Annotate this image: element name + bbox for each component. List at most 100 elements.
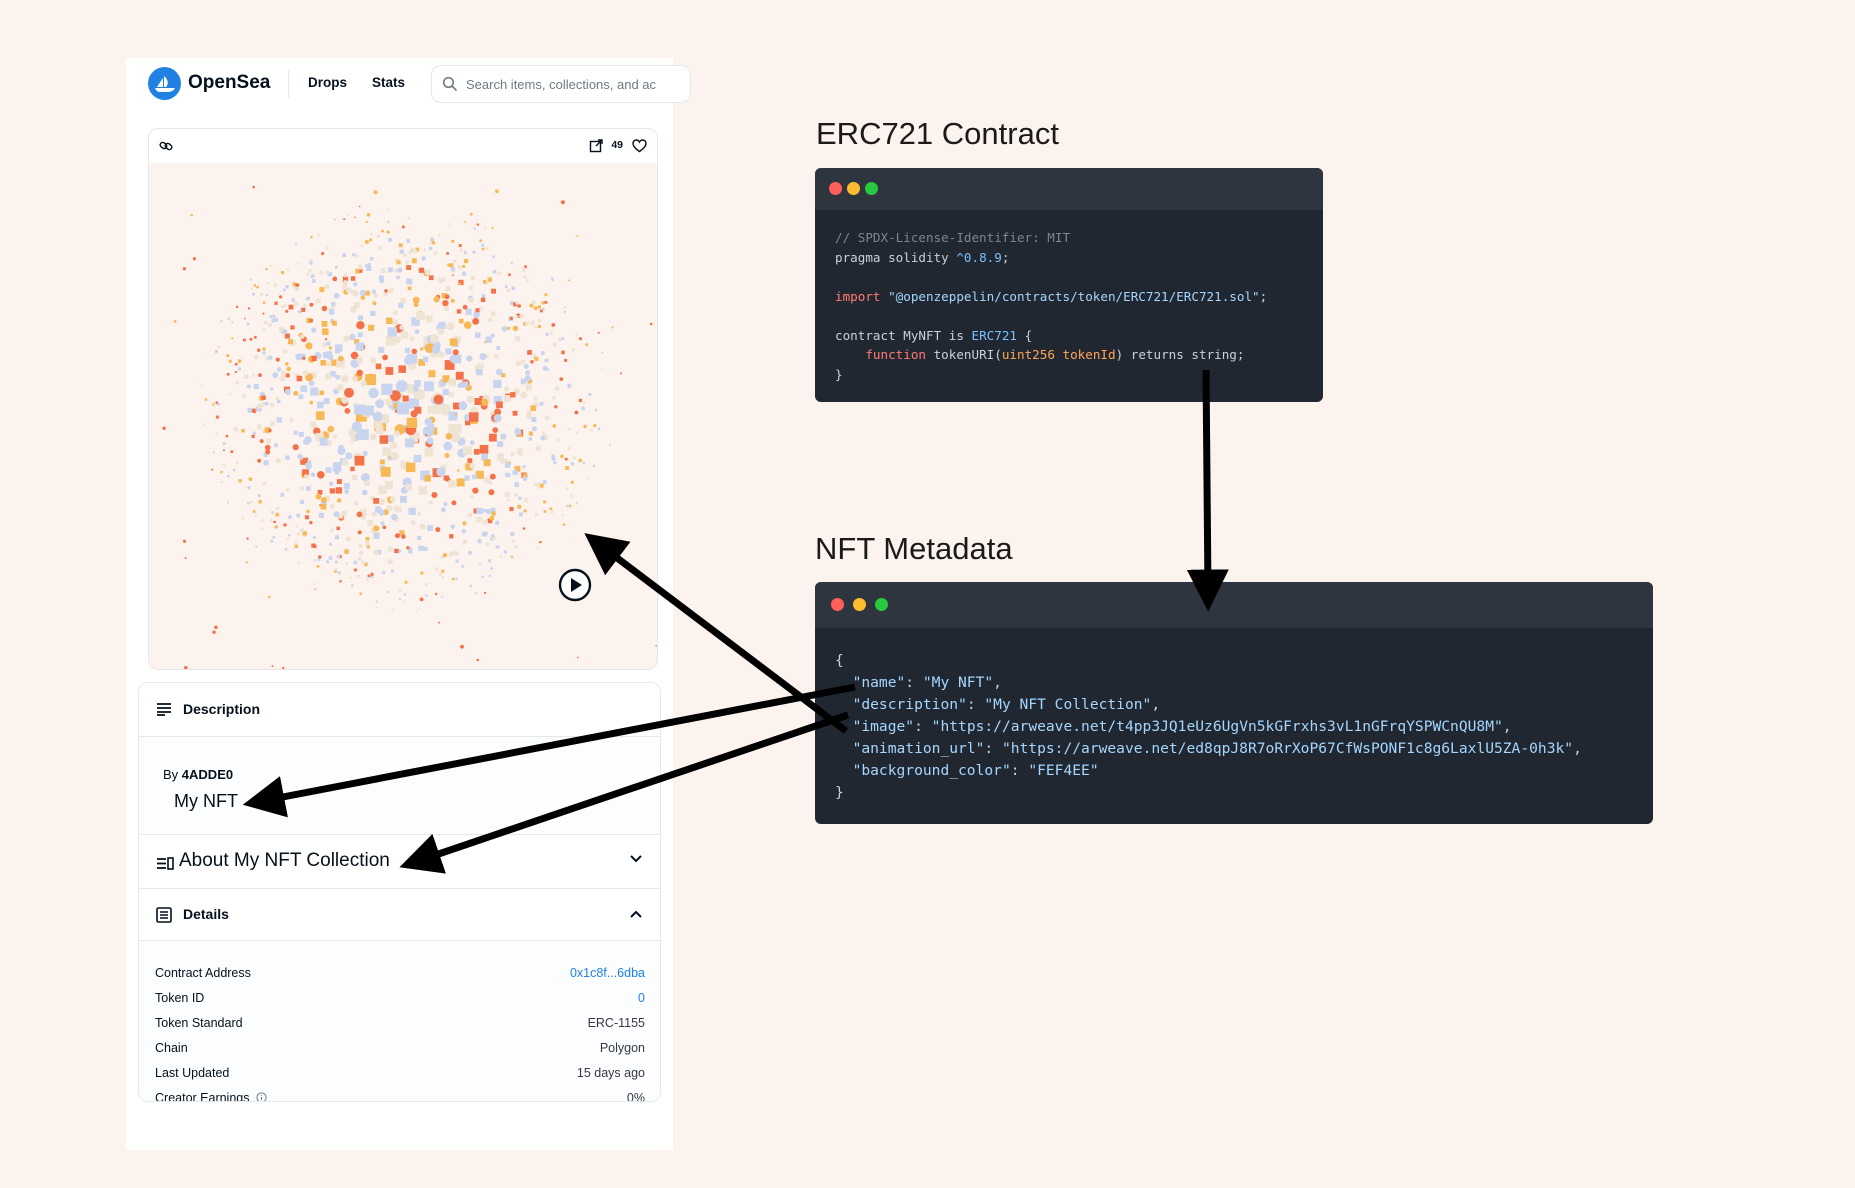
art-shape <box>255 406 259 411</box>
heart-icon[interactable] <box>632 139 647 153</box>
art-shape <box>414 380 421 387</box>
detail-value[interactable]: 0x1c8f...6dba <box>569 966 645 980</box>
art-shape <box>424 417 433 426</box>
art-shape <box>310 472 316 478</box>
art-shape <box>337 498 342 503</box>
art-shape <box>238 479 242 483</box>
art-shape <box>366 578 369 581</box>
description-title: Description <box>183 701 261 717</box>
nav-stats[interactable]: Stats <box>372 75 406 90</box>
art-shape <box>504 462 511 468</box>
detail-key: Last Updated <box>155 1066 230 1080</box>
art-shape <box>374 420 383 429</box>
art-shape <box>332 388 339 395</box>
art-shape <box>425 594 428 597</box>
art-shape <box>212 451 215 454</box>
art-shape <box>234 427 239 432</box>
art-speck <box>302 356 306 360</box>
link-icon[interactable] <box>159 139 173 153</box>
art-shape <box>488 559 492 563</box>
detail-value[interactable]: 0 <box>638 991 645 1005</box>
art-shape <box>298 394 304 400</box>
art-shape <box>506 473 511 478</box>
art-shape <box>379 275 384 281</box>
art-shape <box>334 560 338 564</box>
play-icon[interactable] <box>558 568 592 602</box>
art-shape <box>284 388 291 396</box>
opensea-logo-icon[interactable] <box>148 67 181 100</box>
detail-row: Chain Polygon <box>155 1041 645 1061</box>
art-shape <box>433 251 437 255</box>
art-shape <box>335 344 343 352</box>
opensea-item-page: OpenSea Drops Stats Search items, collec… <box>126 58 691 1150</box>
art-shape <box>217 346 221 349</box>
art-shape <box>294 286 300 292</box>
art-shape <box>495 368 503 376</box>
art-shape <box>559 377 564 381</box>
info-icon[interactable] <box>256 1092 267 1102</box>
art-shape <box>490 536 494 541</box>
art-shape <box>545 367 550 371</box>
art-shape <box>255 545 258 548</box>
art-shape <box>325 270 330 275</box>
art-shape <box>388 207 390 210</box>
art-shape <box>375 507 381 513</box>
art-speck <box>470 212 473 216</box>
art-shape <box>408 507 416 515</box>
art-shape <box>471 474 478 480</box>
art-shape <box>540 351 545 355</box>
description-header[interactable]: Description <box>139 683 660 737</box>
art-shape <box>203 423 206 426</box>
art-shape <box>301 307 306 312</box>
art-shape <box>344 489 350 495</box>
art-shape <box>552 424 557 428</box>
chevron-up-icon[interactable] <box>630 910 642 918</box>
art-shape <box>315 432 324 442</box>
art-shape <box>500 433 507 440</box>
art-shape <box>569 536 571 538</box>
art-shape <box>578 398 583 403</box>
art-shape <box>523 497 529 503</box>
art-shape <box>286 537 289 541</box>
art-shape <box>260 519 264 523</box>
art-shape <box>411 258 417 264</box>
art-shape <box>294 544 298 548</box>
art-shape <box>399 530 405 536</box>
art-shape <box>407 216 411 220</box>
art-shape <box>483 459 491 467</box>
art-shape <box>357 574 360 578</box>
art-shape <box>413 302 419 308</box>
art-shape <box>489 473 496 480</box>
art-shape <box>574 410 579 415</box>
external-link-icon[interactable] <box>589 139 603 153</box>
art-shape <box>337 446 346 456</box>
art-shape <box>286 366 291 372</box>
art-shape <box>530 320 536 325</box>
art-shape <box>541 431 546 436</box>
search-input[interactable]: Search items, collections, and ac <box>431 65 691 103</box>
art-shape <box>320 504 327 510</box>
nav-drops[interactable]: Drops <box>308 75 348 90</box>
art-shape <box>386 317 393 324</box>
art-shape <box>272 314 276 318</box>
art-shape <box>491 534 495 538</box>
art-shape <box>326 341 331 346</box>
art-shape <box>230 450 234 454</box>
art-shape <box>485 336 492 343</box>
creator-link[interactable]: 4ADDE0 <box>181 767 234 782</box>
art-shape <box>326 560 330 564</box>
maximize-dot <box>875 598 888 611</box>
art-shape <box>381 383 393 395</box>
about-collection-row[interactable]: About My NFT Collection <box>139 835 660 889</box>
art-shape <box>424 381 434 392</box>
art-shape <box>297 262 301 265</box>
chevron-down-icon[interactable] <box>630 855 642 863</box>
art-shape <box>476 368 483 376</box>
art-speck <box>452 274 454 277</box>
details-header[interactable]: Details <box>139 889 660 941</box>
art-shape <box>407 286 412 291</box>
opensea-brand[interactable]: OpenSea <box>188 72 271 93</box>
code-line: pragma solidity ^0.8.9; <box>835 249 1010 265</box>
art-shape <box>393 335 401 344</box>
nft-artwork[interactable] <box>149 163 657 669</box>
